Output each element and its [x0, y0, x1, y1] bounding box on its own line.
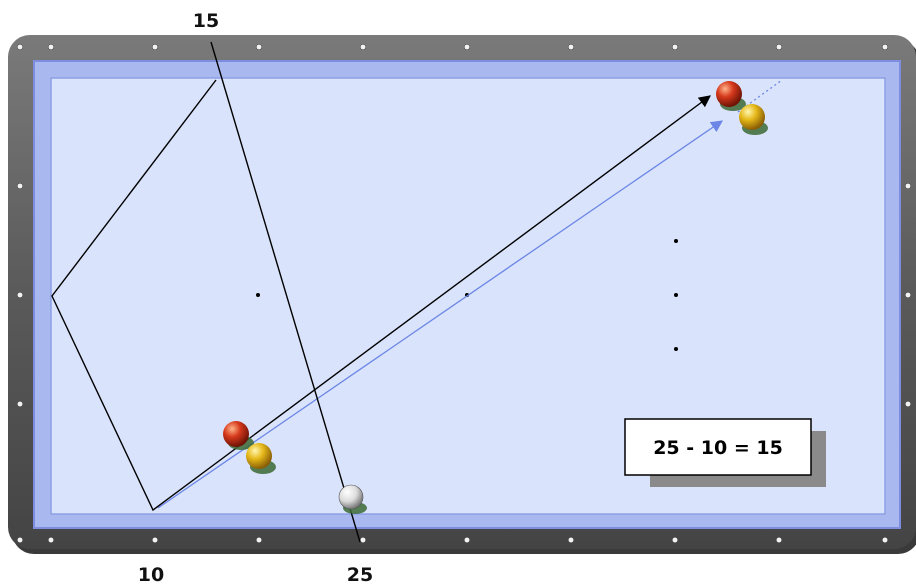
- label-top: 15: [193, 10, 219, 32]
- spot: [674, 239, 678, 243]
- formula-text: 25 - 10 = 15: [653, 437, 783, 459]
- diamond-marker: [671, 536, 679, 544]
- diamond-marker: [904, 400, 912, 408]
- diamond-marker: [16, 536, 24, 544]
- rail-diamonds: [16, 43, 912, 544]
- diamond-marker: [463, 536, 471, 544]
- cloth-spots: [256, 239, 678, 351]
- formula-box: [624, 418, 812, 476]
- diamond-marker: [47, 43, 55, 51]
- diamond-marker: [16, 43, 24, 51]
- diamond-marker: [775, 536, 783, 544]
- diamond-marker: [359, 43, 367, 51]
- diamond-marker: [567, 43, 575, 51]
- diamond-marker: [567, 536, 575, 544]
- diamond-marker: [16, 400, 24, 408]
- diamond-marker: [775, 43, 783, 51]
- diamond-marker: [904, 291, 912, 299]
- diamond-marker: [16, 291, 24, 299]
- spot: [674, 293, 678, 297]
- diamond-marker: [151, 536, 159, 544]
- white-cue-ball: [338, 484, 364, 510]
- diamond-marker: [671, 43, 679, 51]
- diamond-marker: [16, 182, 24, 190]
- diamond-marker: [255, 536, 263, 544]
- diamond-marker: [881, 43, 889, 51]
- diamond-marker: [47, 536, 55, 544]
- diamond-marker: [463, 43, 471, 51]
- blue-path-extension: [737, 79, 783, 113]
- diamond-marker: [359, 536, 367, 544]
- spot: [256, 293, 260, 297]
- label-bottom-left: 10: [138, 564, 164, 586]
- red-ball-top: [716, 81, 742, 107]
- aim-line: [210, 41, 361, 543]
- diamond-marker: [881, 536, 889, 544]
- diamond-marker: [904, 182, 912, 190]
- label-bottom-mid: 25: [347, 564, 373, 586]
- cue-ball-path: [51, 79, 711, 512]
- yellow-ball-bottom: [246, 443, 272, 469]
- red-ball-bottom: [223, 421, 249, 447]
- diamond-marker: [255, 43, 263, 51]
- spot: [674, 347, 678, 351]
- yellow-ball-top: [739, 104, 765, 130]
- table-cushion-edge: [33, 60, 901, 529]
- diamond-marker: [151, 43, 159, 51]
